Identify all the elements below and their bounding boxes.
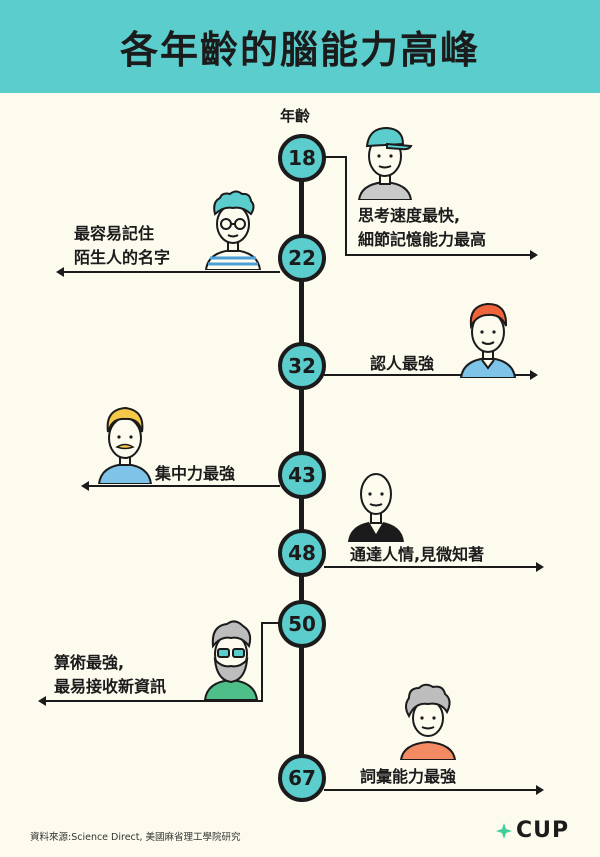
age-axis-label: 年齡 (280, 107, 311, 125)
caption-18-line-1: 思考速度最快, (358, 206, 461, 225)
cup-logo: CUP (496, 818, 569, 843)
sparkle-icon (496, 822, 512, 839)
caption-43: 集中力最強 (155, 462, 235, 486)
caption-32-line-1: 認人最強 (370, 354, 435, 373)
age-circle-67: 67 (278, 754, 326, 802)
caption-50-line-2: 最易接收新資訊 (54, 677, 167, 696)
arrow-48 (536, 562, 544, 572)
age-circle-48: 48 (278, 529, 326, 577)
avatar-age-67 (399, 683, 457, 760)
caption-32: 認人最強 (370, 352, 434, 376)
avatar-age-50 (203, 620, 259, 700)
caption-48-line-1: 通達人情,見微知著 (350, 545, 485, 564)
connector-50 (44, 622, 280, 702)
caption-43-line-1: 集中力最強 (155, 464, 236, 483)
caption-48: 通達人情,見微知著 (350, 543, 484, 567)
arrow-32 (530, 370, 538, 380)
arrow-43 (81, 481, 89, 491)
avatar-age-18 (357, 126, 413, 200)
age-circle-43: 43 (278, 451, 326, 499)
logo-text: CUP (516, 818, 570, 843)
caption-22-line-2: 陌生人的名字 (74, 248, 171, 267)
source-note: 資料來源:Science Direct, 美國麻省理工學院研究 (30, 832, 241, 843)
arrow-18 (530, 250, 538, 260)
caption-50: 算術最強, 最易接收新資訊 (54, 651, 166, 699)
caption-67: 詞彙能力最強 (360, 765, 456, 789)
caption-67-line-1: 詞彙能力最強 (360, 767, 457, 786)
page-title: 各年齡的腦能力高峰 (119, 28, 480, 72)
caption-50-line-1: 算術最強, (54, 653, 125, 672)
age-circle-18: 18 (278, 134, 326, 182)
age-circle-50: 50 (278, 600, 326, 648)
connector-18 (324, 156, 532, 256)
caption-18: 思考速度最快, 細節記憶能力最高 (358, 204, 486, 252)
caption-22: 最容易記住 陌生人的名字 (74, 222, 170, 270)
caption-22-line-1: 最容易記住 (74, 224, 155, 243)
avatar-age-43 (97, 406, 153, 484)
arrow-50 (38, 696, 46, 706)
age-circle-22: 22 (278, 234, 326, 282)
age-circle-32: 32 (278, 342, 326, 390)
avatar-age-32 (459, 302, 517, 378)
arrow-67 (536, 785, 544, 795)
avatar-age-22 (204, 190, 262, 270)
avatar-age-48 (347, 473, 405, 542)
header-banner: 各年齡的腦能力高峰 (0, 0, 600, 93)
arrow-22 (56, 267, 64, 277)
caption-18-line-2: 細節記憶能力最高 (358, 230, 487, 249)
